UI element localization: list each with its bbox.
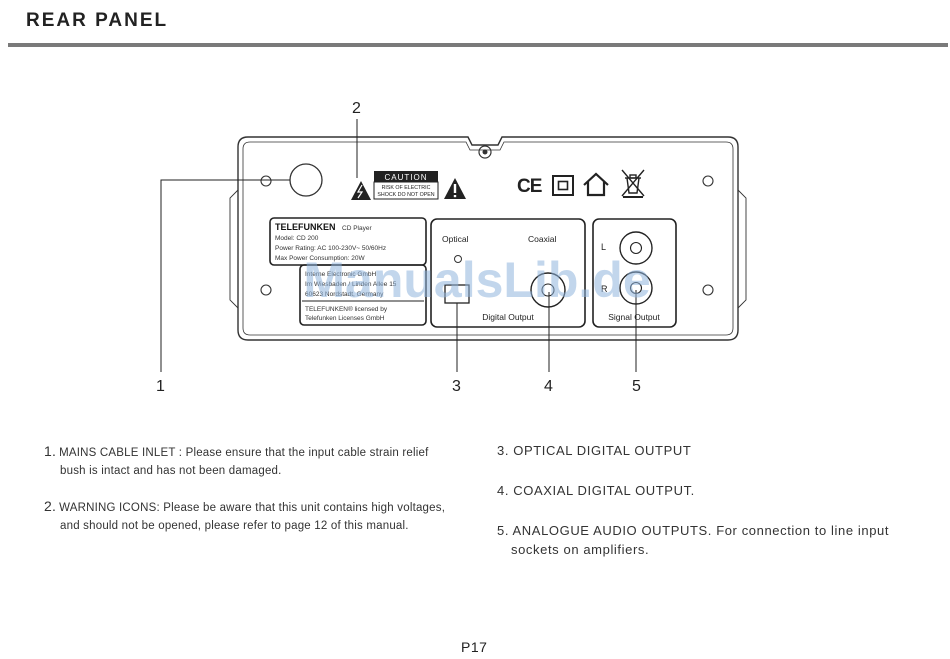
model-number: Model: CD 200: [275, 235, 319, 242]
mounting-hole-icon: [260, 175, 272, 187]
power-rating: Power Rating: AC 100-230V~ 50/60Hz: [275, 245, 386, 252]
coaxial-label: Coaxial: [528, 234, 556, 244]
callout-number: 1: [156, 378, 165, 395]
note-text-line: bush is intact and has not been damaged.: [60, 465, 282, 477]
indoor-use-icon: [583, 172, 609, 197]
callout-number: 3: [452, 378, 461, 395]
max-power: Max Power Consumption: 20W: [275, 255, 365, 262]
note-analogue-outputs: 5. ANALOGUE AUDIO OUTPUTS. For connectio…: [497, 521, 937, 559]
manufacturer-label: Interne Electronic GmbH Im Wiesbaden / L…: [299, 264, 427, 326]
digital-output-section: Optical Coaxial Digital Output: [430, 218, 586, 328]
page-number: P17: [461, 639, 488, 655]
header-rule: [8, 43, 948, 47]
caution-line-1: RISK OF ELECTRIC: [382, 185, 431, 191]
license-line-1: TELEFUNKEN® licensed by: [305, 305, 388, 313]
optical-indicator-icon: [454, 255, 462, 263]
weee-bin-icon: [621, 169, 645, 198]
note-mains-cable: 1.MAINS CABLE INLET : Please ensure that…: [44, 442, 484, 480]
caution-label: CAUTION RISK OF ELECTRIC SHOCK DO NOT OP…: [373, 171, 439, 200]
maker-line-1: Interne Electronic GmbH: [305, 271, 376, 278]
double-insulation-icon: [552, 175, 574, 196]
caution-line-2: SHOCK DO NOT OPEN: [377, 192, 434, 198]
signal-output-section: L R Signal Output: [592, 218, 677, 328]
note-text-line: WARNING ICONS: Please be aware that this…: [59, 502, 446, 514]
caution-title: CAUTION: [385, 173, 428, 182]
brand-name: TELEFUNKEN: [275, 222, 336, 232]
signal-output-label: Signal Output: [608, 312, 660, 322]
mounting-hole-icon: [260, 284, 272, 296]
callout-number: 4: [544, 378, 553, 395]
right-channel-label: R: [601, 284, 608, 294]
mains-inlet-icon: [289, 163, 323, 197]
watermark-text: ManualsLib.de: [303, 252, 650, 308]
note-text-line: 4. COAXIAL DIGITAL OUTPUT.: [497, 483, 695, 498]
left-channel-label: L: [601, 242, 606, 252]
license-line-2: Telefunken Licenses GmbH: [305, 315, 385, 322]
note-text-line: 5. ANALOGUE AUDIO OUTPUTS. For connectio…: [497, 523, 890, 538]
note-text-line: MAINS CABLE INLET : Please ensure that t…: [59, 447, 429, 459]
callout-number: 5: [632, 378, 641, 395]
coaxial-port-icon: [530, 272, 566, 308]
mounting-hole-icon: [702, 284, 714, 296]
note-number: 2.: [44, 498, 57, 514]
note-number: 1.: [44, 443, 57, 459]
note-warning-icons: 2.WARNING ICONS: Please be aware that th…: [44, 497, 484, 535]
screw-icon: [478, 145, 492, 159]
digital-output-label: Digital Output: [482, 312, 534, 322]
chassis: [229, 136, 747, 341]
note-text-line: sockets on amplifiers.: [511, 542, 650, 557]
optical-label: Optical: [442, 234, 469, 244]
note-text-line: 3. OPTICAL DIGITAL OUTPUT: [497, 443, 692, 458]
mounting-hole-icon: [702, 175, 714, 187]
maker-line-3: 60623 Nordstadt, Germany: [305, 291, 384, 298]
note-coaxial-output: 4. COAXIAL DIGITAL OUTPUT.: [497, 481, 927, 500]
left-rca-jack-icon: [619, 231, 653, 265]
exclamation-warning-icon: [444, 178, 466, 199]
note-optical-output: 3. OPTICAL DIGITAL OUTPUT: [497, 441, 927, 460]
product-type: CD Player: [342, 225, 372, 232]
callout-leaders: [160, 119, 637, 372]
ce-mark-icon: CE: [517, 176, 542, 197]
page-title: REAR PANEL: [26, 10, 169, 31]
maker-line-2: Im Wiesbaden / Linden Allee 15: [305, 281, 397, 288]
lightning-warning-icon: [351, 181, 371, 200]
note-text-line: and should not be opened, please refer t…: [60, 520, 409, 532]
callout-number: 2: [352, 100, 361, 117]
